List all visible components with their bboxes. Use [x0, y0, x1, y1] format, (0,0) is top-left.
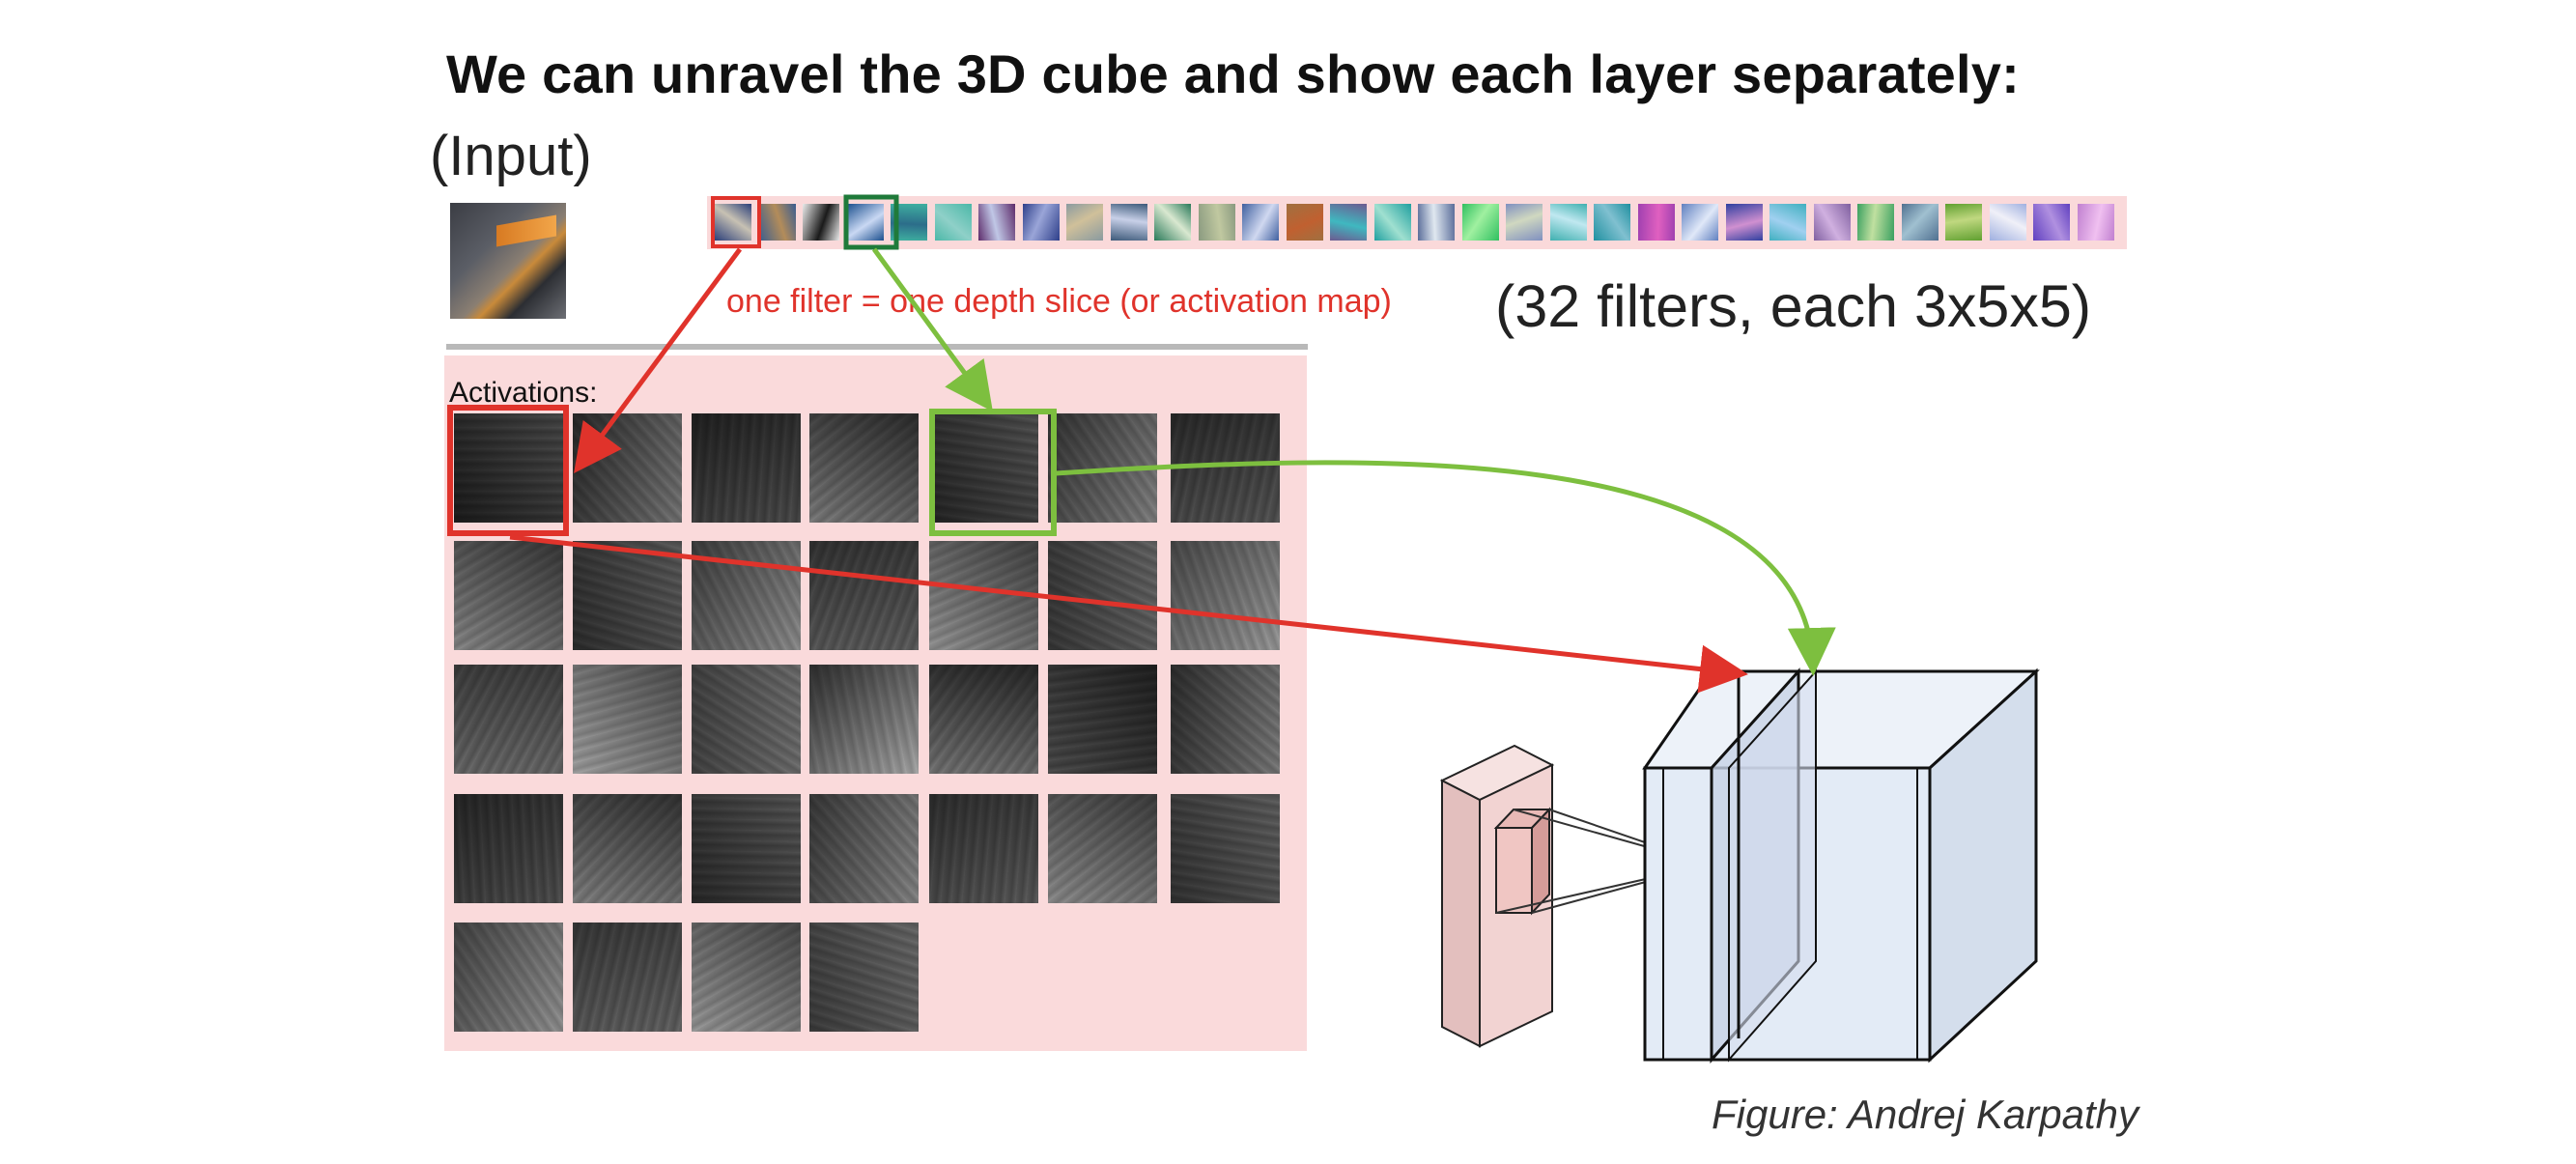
divider: [446, 344, 1308, 350]
activation-map: [1048, 541, 1157, 650]
activation-map: [929, 413, 1038, 523]
activation-map: [692, 665, 801, 774]
filter-swatch: [1901, 204, 1939, 241]
activation-map: [454, 541, 563, 650]
input-image: [450, 203, 566, 319]
filter-swatch: [1373, 204, 1411, 241]
filter-swatch: [934, 204, 972, 241]
arrow-red-map-to-slice: [509, 534, 1748, 694]
activation-map: [573, 923, 682, 1032]
output-volume: [1642, 667, 2040, 1064]
filter-swatch: [1725, 204, 1763, 241]
activation-map: [454, 923, 563, 1032]
filters-label: (32 filters, each 3x5x5): [1495, 273, 2092, 339]
filter-swatch: [1549, 204, 1587, 241]
filter-swatch: [1989, 204, 2026, 241]
activation-map: [1048, 665, 1157, 774]
activation-map: [1171, 541, 1280, 650]
filter-swatch: [803, 204, 839, 241]
filter-swatch: [1154, 204, 1191, 241]
filter-swatch: [1461, 204, 1499, 241]
filter-swatch: [1857, 204, 1894, 241]
filter-swatch: [1945, 204, 1982, 241]
filter-swatch: [1682, 204, 1718, 241]
activation-map: [692, 413, 801, 523]
filter-swatch: [1242, 204, 1279, 241]
filter-highlight-green: [843, 194, 899, 250]
activation-map: [809, 541, 919, 650]
figure-credit: Figure: Andrej Karpathy: [1712, 1092, 2139, 1137]
filter-swatch: [1330, 204, 1367, 241]
filter-swatch: [1286, 204, 1323, 241]
filter-swatch: [715, 204, 751, 241]
filter-swatch: [1198, 204, 1235, 241]
arrow-green-map-to-slice: [1055, 460, 1836, 676]
activation-highlight-red: [447, 405, 569, 536]
activation-map: [454, 413, 563, 523]
filter-swatch: [1418, 204, 1455, 241]
activations-label: Activations:: [449, 377, 598, 409]
activation-map: [809, 794, 919, 903]
filter-swatch: [978, 204, 1015, 241]
input-label: (Input): [430, 125, 592, 187]
filter-swatch: [2077, 204, 2114, 241]
filter-swatch: [1769, 204, 1806, 241]
filter-swatch: [2033, 204, 2070, 241]
activation-map: [573, 541, 682, 650]
activation-map: [454, 665, 563, 774]
filter-swatch: [846, 204, 884, 241]
arrow-green-filter-to-map: [871, 247, 993, 412]
activation-highlight-green: [929, 409, 1057, 536]
slide-title: We can unravel the 3D cube and show each…: [446, 43, 2020, 104]
filter-highlight-red: [711, 196, 761, 248]
filter-swatch: [1022, 204, 1060, 241]
activation-map: [1048, 794, 1157, 903]
filter-swatch: [1066, 204, 1103, 241]
activation-map: [1171, 665, 1280, 774]
activation-map: [692, 923, 801, 1032]
activation-map: [809, 665, 919, 774]
activation-map: [929, 794, 1038, 903]
activation-map: [809, 413, 919, 523]
filter-swatch: [1506, 204, 1543, 241]
filter-bank: [707, 196, 2127, 249]
filter-swatch: [1594, 204, 1630, 241]
activation-map: [573, 665, 682, 774]
input-volume: [1439, 744, 1711, 1048]
filter-swatch: [1813, 204, 1851, 241]
arrow-red-filter-to-map: [574, 247, 743, 474]
activation-map: [573, 794, 682, 903]
activation-map: [929, 665, 1038, 774]
filter-swatch: [758, 204, 796, 241]
activation-map: [692, 794, 801, 903]
activation-map: [454, 794, 563, 903]
slice-label: one filter = one depth slice (or activat…: [726, 283, 1392, 320]
filter-swatch: [1637, 204, 1675, 241]
activation-map: [1171, 794, 1280, 903]
filter-swatch: [1110, 204, 1147, 241]
activation-map: [809, 923, 919, 1032]
